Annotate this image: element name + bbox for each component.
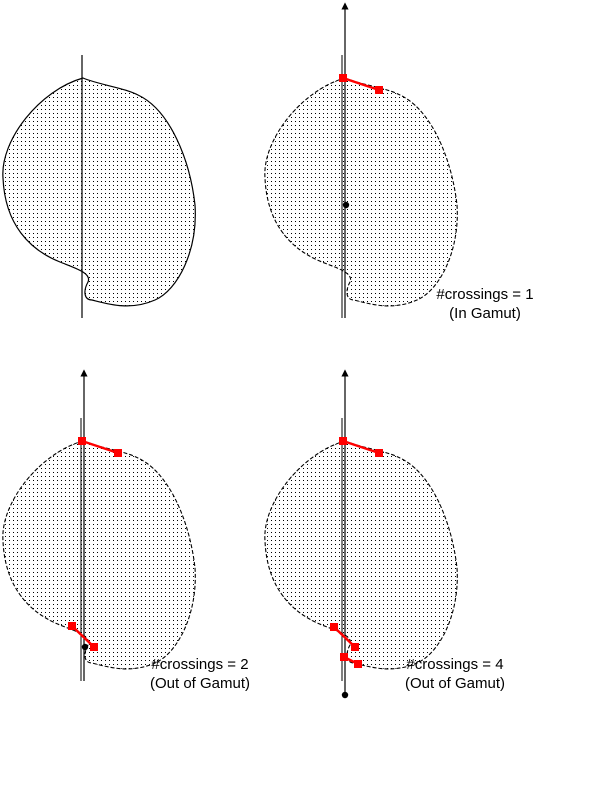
crossings-count-label: #crossings = 2 (151, 656, 249, 673)
panel-reference (2, 55, 196, 318)
crossing-edge (342, 76, 380, 92)
test-point (341, 691, 349, 699)
caption-one-crossing: #crossings = 1 (In Gamut) (410, 285, 560, 323)
gamut-status-label: (Out of Gamut) (404, 675, 506, 692)
gamut-region (2, 440, 196, 670)
crossing-edge (81, 439, 119, 455)
gamut-status-label: (In Gamut) (449, 305, 521, 322)
crossing-vertex (90, 643, 98, 651)
caption-four-crossings: #crossings = 4 (Out of Gamut) (380, 655, 530, 693)
crossing-vertex (78, 437, 86, 445)
crossing-vertex (339, 437, 347, 445)
crossing-vertex (375, 86, 383, 94)
crossing-vertex (354, 660, 362, 668)
crossing-vertex (114, 449, 122, 457)
gamut-region (264, 77, 458, 307)
crossing-edge (342, 439, 380, 455)
gamut-region (2, 77, 196, 307)
crossings-count-label: #crossings = 4 (406, 656, 504, 673)
crossing-vertex (351, 643, 359, 651)
caption-two-crossings: #crossings = 2 (Out of Gamut) (125, 655, 275, 693)
panel-four-crossings (264, 369, 458, 699)
crossing-vertex (340, 653, 348, 661)
crossing-vertex (375, 449, 383, 457)
panel-one-crossing (264, 2, 458, 318)
gamut-region (264, 440, 458, 670)
gamut-status-label: (Out of Gamut) (149, 675, 251, 692)
crossings-count-label: #crossings = 1 (436, 286, 534, 303)
crossing-vertex (68, 622, 76, 630)
panel-two-crossings (2, 369, 196, 681)
crossing-vertex (330, 623, 338, 631)
test-point (342, 201, 350, 209)
crossing-vertex (339, 74, 347, 82)
test-point (81, 643, 89, 651)
